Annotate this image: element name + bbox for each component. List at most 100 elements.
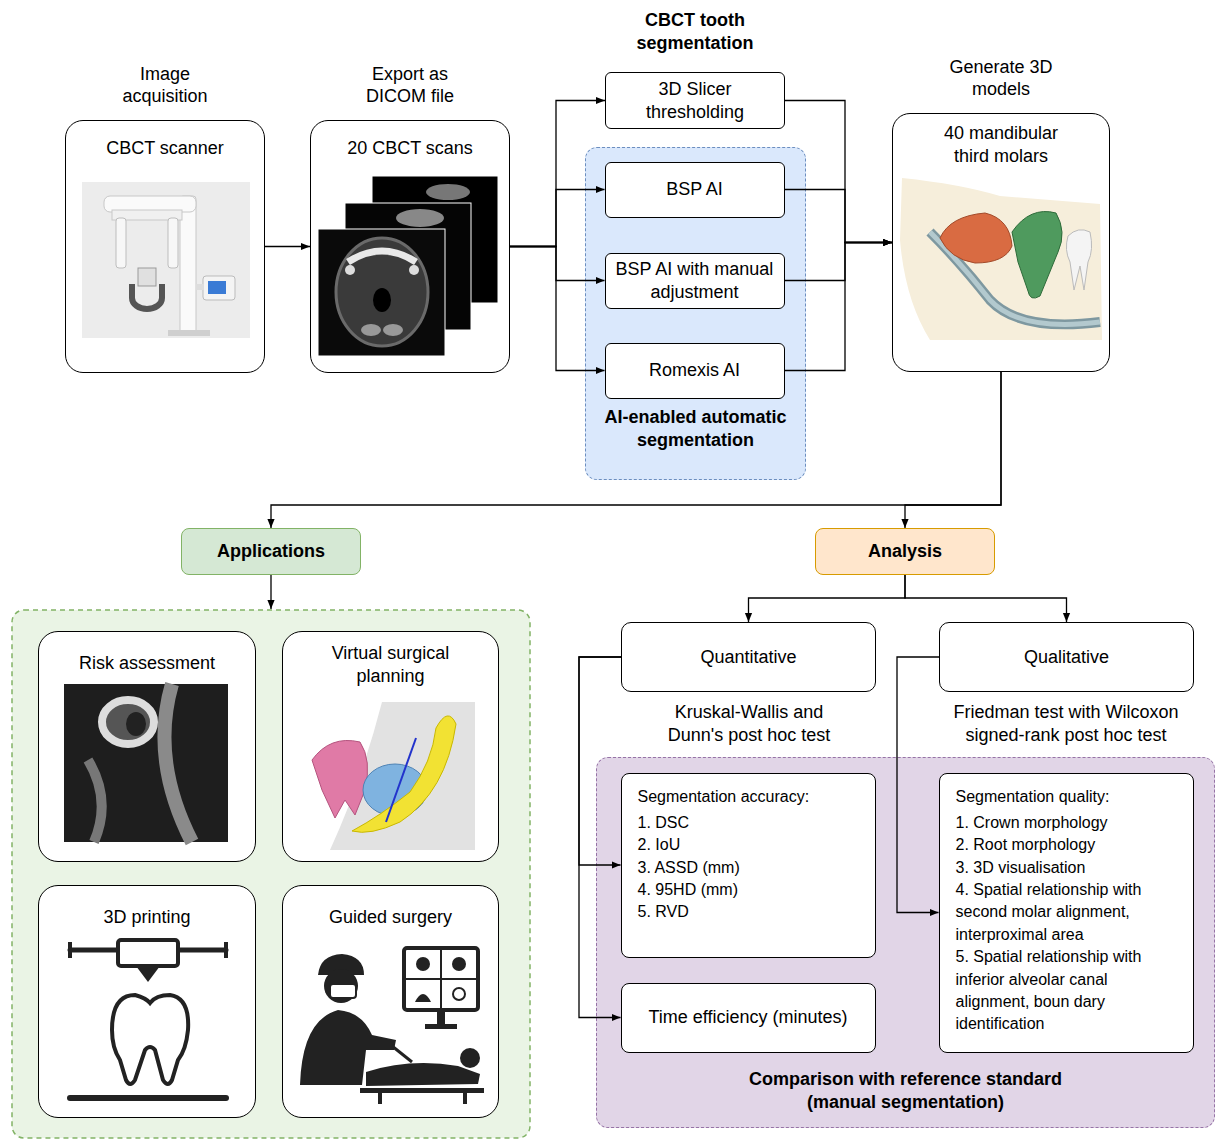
tooth-model-illustration-part: [1066, 230, 1091, 290]
cbct-slices-illustration-part: [373, 288, 391, 312]
box-label: 3D Slicer thresholding: [616, 78, 774, 123]
group-caption: Comparison with reference standard (manu…: [716, 1068, 1096, 1113]
category-box: Applications: [181, 528, 361, 575]
3d-printing-icon-part: [118, 940, 178, 966]
box-label: 40 mandibular third molars: [926, 122, 1076, 167]
cbct-scanner-illustration-part: [208, 281, 226, 294]
box-label: Qualitative: [1024, 646, 1109, 669]
label-holder: Friedman test with Wilcoxon signed-rank …: [941, 701, 1191, 746]
list-box: Segmentation accuracy: 1. DSC2. IoU3. ASS…: [621, 773, 876, 958]
list-item: 2. IoU: [638, 834, 859, 856]
cbct-slices-illustration-part: [426, 184, 470, 200]
group-caption: AI-enabled automatic segmentation: [596, 406, 795, 451]
box-label: CBCT scanner: [106, 137, 224, 160]
connector-arrow: [785, 101, 892, 243]
risk-assessment-image-part: [126, 712, 146, 736]
cbct-scanner-illustration-part: [82, 182, 250, 338]
application-card: 3D printing: [38, 885, 256, 1118]
tooth-model-illustration-part: [1012, 212, 1062, 299]
box-label: Virtual surgical planning: [306, 642, 476, 687]
virtual-planning-illustration-part: [386, 738, 416, 822]
cbct-scanner-illustration-part: [116, 218, 126, 268]
box-label: Time efficiency (minutes): [648, 1006, 847, 1029]
stage-heading: Image acquisition: [105, 63, 225, 108]
method-box: 3D Slicer thresholding: [605, 72, 785, 129]
guided-surgery-icon-part: [330, 984, 356, 998]
3d-printing-icon-part: [68, 942, 72, 958]
cbct-scanner-illustration-part: [104, 196, 196, 212]
annotation-label: Kruskal-Wallis and Dunn's post hoc test: [649, 701, 849, 746]
guided-surgery-icon-part: [406, 978, 476, 980]
3d-printing-icon: [70, 940, 226, 1098]
list-item: 1. Crown morphology: [956, 812, 1177, 834]
3d-printing-icon-part: [70, 948, 226, 953]
stage-heading: Export as DICOM file: [355, 63, 465, 108]
connector-arrow: [905, 575, 1067, 622]
tooth-model-illustration: [900, 178, 1102, 340]
tooth-model-illustration-part: [930, 232, 1100, 324]
cbct-slices-illustration-part: [396, 209, 444, 227]
guided-surgery-icon-part: [318, 954, 364, 975]
connector-arrow: [785, 243, 893, 281]
list-item: 1. DSC: [638, 812, 859, 834]
applications-region-part: [270, 575, 271, 609]
label-holder: CBCT tooth segmentation: [615, 9, 775, 54]
box-label: 3D printing: [103, 906, 190, 929]
guided-surgery-icon-part: [460, 1048, 480, 1068]
box-label: Quantitative: [700, 646, 796, 669]
cbct-scanner-illustration-part: [132, 284, 162, 309]
list-heading: Segmentation accuracy:: [638, 786, 859, 808]
list-item: 4. 95HD (mm): [638, 879, 859, 901]
cbct-slices-illustration-part: [409, 265, 419, 275]
process-box: Export as DICOM file20 CBCT scans: [310, 120, 510, 373]
guided-surgery-icon-part: [378, 1093, 382, 1104]
tooth-model-illustration-part: [940, 213, 1012, 263]
list-item: 5. Spatial relationship with inferior al…: [956, 946, 1177, 1036]
virtual-planning-illustration: [312, 702, 475, 850]
process-box: Time efficiency (minutes): [621, 983, 876, 1053]
cbct-slices-illustration-part: [336, 238, 428, 346]
3d-printing-icon-part: [70, 1095, 226, 1101]
method-box: Romexis AI: [605, 343, 785, 399]
risk-assessment-image-part: [88, 760, 102, 842]
guided-surgery-icon-part: [360, 1088, 484, 1093]
connector-arrow: [579, 657, 621, 865]
annotation-label: CBCT tooth segmentation: [615, 9, 775, 54]
guided-surgery-icon-part: [404, 948, 478, 1010]
cbct-slices-illustration-part: [345, 265, 355, 275]
tooth-model-illustration-part: [900, 178, 1102, 340]
list-item: 3. ASSD (mm): [638, 857, 859, 879]
guided-surgery-icon-part: [415, 994, 431, 1002]
annotation-label: Friedman test with Wilcoxon signed-rank …: [941, 701, 1191, 746]
cbct-scanner-illustration-part: [138, 268, 156, 286]
guided-surgery-icon-part: [300, 1010, 396, 1085]
connector-arrow: [510, 101, 605, 247]
box-label: Analysis: [868, 540, 942, 563]
cbct-scanner-illustration-part: [196, 284, 204, 290]
3d-printing-icon-part: [224, 942, 228, 958]
cbct-slices-illustration-part: [372, 176, 498, 303]
process-box: Image acquisitionCBCT scanner: [65, 120, 265, 373]
risk-assessment-image-part: [164, 684, 192, 842]
guided-surgery-icon-part: [392, 1046, 412, 1062]
cbct-scanner-illustration-part: [203, 276, 235, 300]
connector-arrow: [897, 657, 939, 913]
applications-region-part: [12, 610, 530, 1138]
label-holder: Kruskal-Wallis and Dunn's post hoc test: [649, 701, 849, 746]
application-card: Guided surgery: [282, 885, 499, 1118]
connector-arrow: [785, 243, 893, 371]
tooth-model-illustration-part: [930, 232, 1100, 324]
cbct-slices-illustration-part: [361, 324, 381, 336]
group-region: AI-enabled automatic segmentationBSP AIB…: [585, 147, 806, 480]
3d-printing-icon-part: [112, 995, 188, 1084]
connector-arrow: [510, 190, 605, 247]
risk-assessment-image: [64, 684, 228, 842]
connector-arrow: [785, 190, 893, 243]
risk-assessment-image-part: [64, 684, 228, 842]
guided-surgery-icon-part: [453, 988, 465, 1000]
connector-arrow: [749, 575, 906, 622]
application-card: Risk assessment: [38, 631, 256, 862]
box-label: BSP AI with manual adjustment: [616, 258, 774, 303]
cbct-slices-illustration-part: [345, 203, 471, 330]
